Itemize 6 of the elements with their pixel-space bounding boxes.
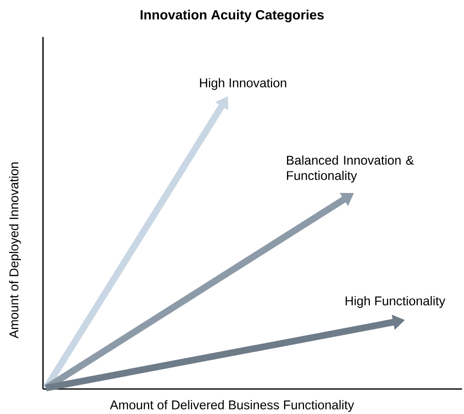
title: Innovation Acuity Categories [140, 10, 324, 22]
category-label: Balanced Innovation & Functionality [286, 155, 414, 183]
axis-label: Amount of Deployed Innovation [9, 162, 21, 338]
category-label: High Innovation [200, 78, 286, 90]
category-label: High Functionality [346, 296, 446, 308]
axis-label: Amount of Delivered Business Functionality [110, 400, 354, 412]
